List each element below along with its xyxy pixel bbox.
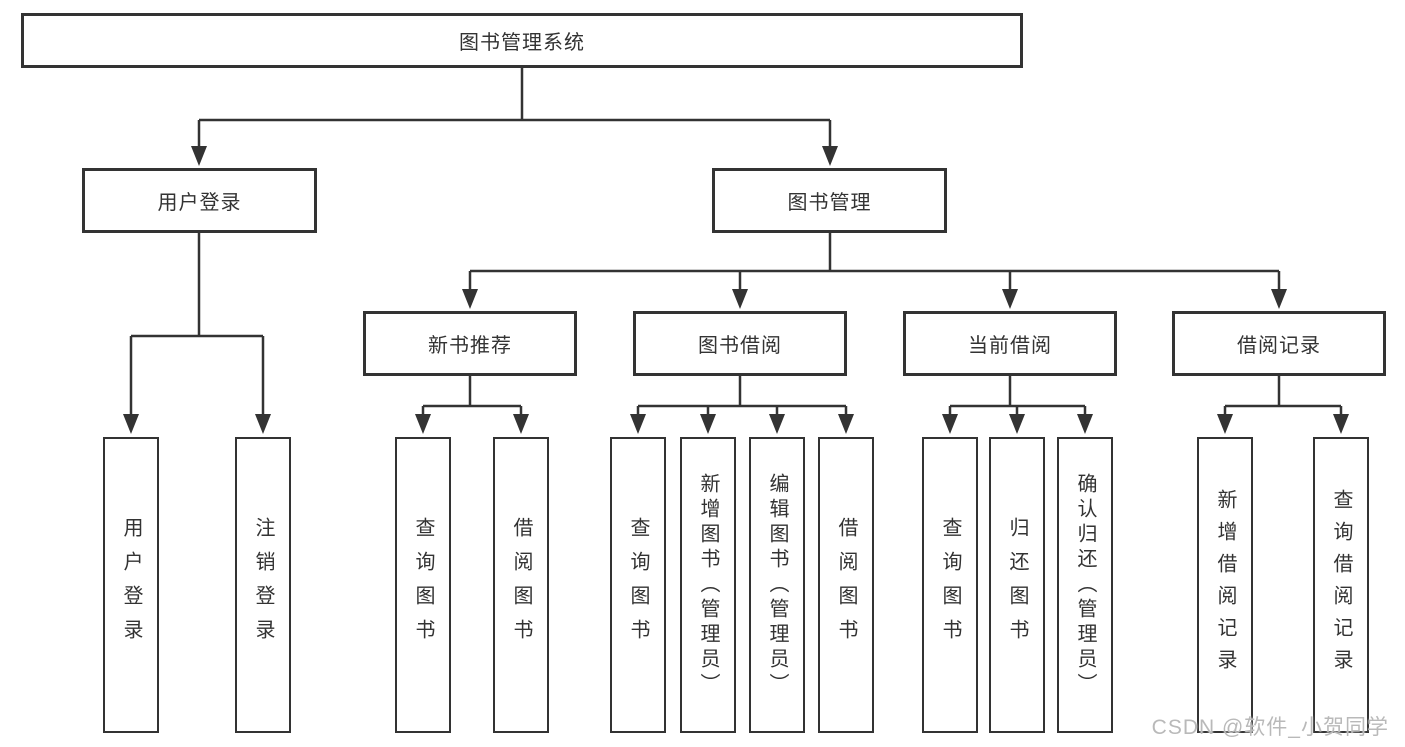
- leaf-borrowing-query-books-label: 查询图书: [627, 517, 649, 653]
- leaf-recommend-borrow-books: 借阅图书: [493, 437, 549, 733]
- node-new-book-recommend: 新书推荐: [363, 311, 577, 376]
- node-root-system: 图书管理系统: [21, 13, 1023, 68]
- node-book-borrowing-label: 图书借阅: [698, 335, 782, 357]
- leaf-logout: 注销登录: [235, 437, 291, 733]
- leaf-borrowing-edit-books-admin-label: 编辑图书（管理员）: [766, 472, 788, 698]
- node-user-login-label: 用户登录: [157, 192, 242, 214]
- node-current-borrowing-label: 当前借阅: [968, 335, 1052, 357]
- leaf-records-add-record: 新增借阅记录: [1197, 437, 1253, 733]
- leaf-records-add-record-label: 新增借阅记录: [1214, 489, 1236, 681]
- node-user-login: 用户登录: [82, 168, 317, 233]
- leaf-current-return-books-label: 归还图书: [1006, 517, 1028, 653]
- node-root-label: 图书管理系统: [459, 32, 585, 54]
- leaf-current-query-books: 查询图书: [922, 437, 978, 733]
- leaf-current-query-books-label: 查询图书: [939, 517, 961, 653]
- leaf-records-query-record-label: 查询借阅记录: [1330, 489, 1352, 681]
- leaf-user-login: 用户登录: [103, 437, 159, 733]
- connector-new-rec: [415, 376, 529, 434]
- leaf-borrowing-borrow-books: 借阅图书: [818, 437, 874, 733]
- leaf-borrowing-edit-books-admin: 编辑图书（管理员）: [749, 437, 805, 733]
- leaf-records-query-record: 查询借阅记录: [1313, 437, 1369, 733]
- leaf-current-confirm-return-admin: 确认归还（管理员）: [1057, 437, 1113, 733]
- connector-records: [1217, 376, 1349, 434]
- node-borrow-records-label: 借阅记录: [1237, 335, 1321, 357]
- leaf-current-return-books: 归还图书: [989, 437, 1045, 733]
- leaf-borrowing-add-books-admin: 新增图书（管理员）: [680, 437, 736, 733]
- node-book-borrowing: 图书借阅: [633, 311, 847, 376]
- leaf-recommend-query-books-label: 查询图书: [412, 517, 434, 653]
- leaf-borrowing-add-books-admin-label: 新增图书（管理员）: [697, 472, 719, 698]
- node-current-borrowing: 当前借阅: [903, 311, 1117, 376]
- connector-current: [942, 376, 1093, 434]
- leaf-recommend-query-books: 查询图书: [395, 437, 451, 733]
- connector-user-login: [123, 233, 271, 434]
- node-book-management-label: 图书管理: [787, 192, 872, 214]
- leaf-user-login-label: 用户登录: [120, 517, 142, 653]
- connector-root: [191, 68, 838, 166]
- connector-borrowing: [630, 376, 854, 434]
- node-new-book-recommend-label: 新书推荐: [428, 335, 512, 357]
- leaf-borrowing-borrow-books-label: 借阅图书: [835, 517, 857, 653]
- node-borrow-records: 借阅记录: [1172, 311, 1386, 376]
- connector-book-mgmt: [462, 233, 1287, 309]
- leaf-borrowing-query-books: 查询图书: [610, 437, 666, 733]
- leaf-recommend-borrow-books-label: 借阅图书: [510, 517, 532, 653]
- csdn-watermark: CSDN @软件_小贺同学: [1151, 716, 1389, 739]
- node-book-management: 图书管理: [712, 168, 947, 233]
- leaf-logout-label: 注销登录: [252, 517, 274, 653]
- leaf-current-confirm-return-admin-label: 确认归还（管理员）: [1074, 472, 1096, 698]
